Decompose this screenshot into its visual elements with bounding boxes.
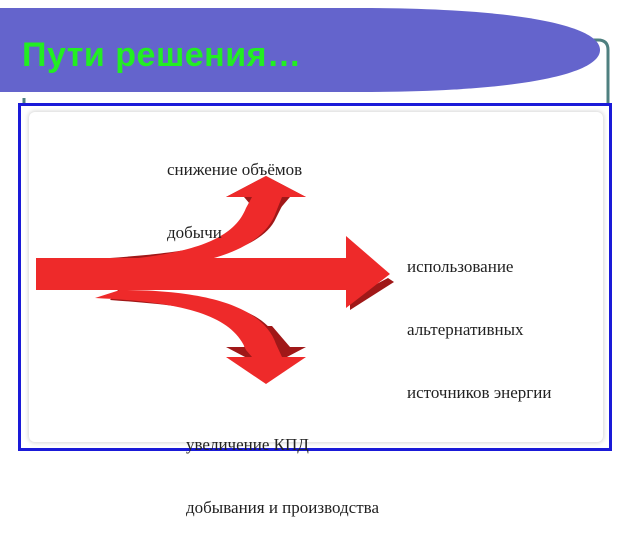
title-band-shape — [0, 8, 600, 92]
label-alternative-energy: использование альтернативных источников … — [407, 214, 551, 424]
label-line: добычи — [167, 223, 222, 242]
label-line: источников энергии — [407, 383, 552, 402]
label-increase-efficiency: увеличение КПД добывания и производства — [186, 392, 379, 539]
label-line: увеличение КПД — [186, 435, 309, 454]
title-band: Пути решения… — [0, 8, 600, 92]
label-line: добывания и производства — [186, 498, 379, 517]
three-way-arrow-diagram — [36, 176, 394, 384]
label-line: снижение объёмов — [167, 160, 303, 179]
label-line: использование — [407, 257, 514, 276]
label-reduce-extraction: снижение объёмов добычи — [167, 117, 302, 264]
slide-title: Пути решения… — [22, 36, 302, 74]
arrow-right-icon — [36, 236, 394, 310]
arrow-down-icon — [95, 290, 306, 384]
label-line: альтернативных — [407, 320, 524, 339]
